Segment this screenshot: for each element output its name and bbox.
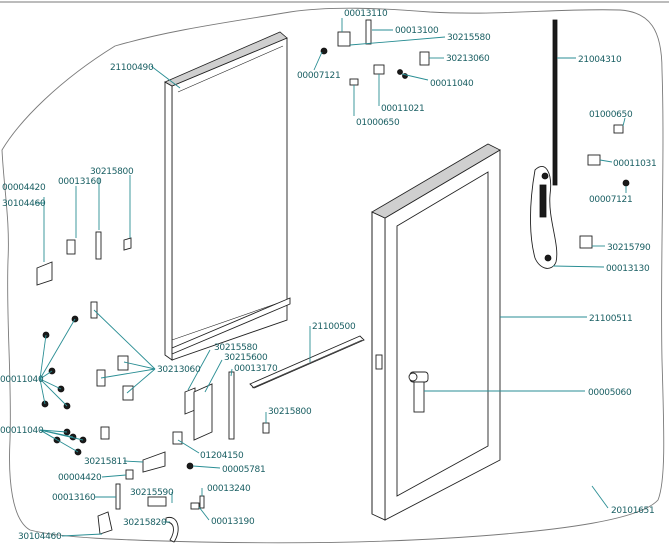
label-00007121-right: 00007121	[589, 195, 632, 205]
handle-00005060	[408, 371, 429, 413]
label-01000650-right: 01000650	[589, 110, 633, 120]
rod-21004310	[552, 19, 558, 186]
glass-panel-21100490	[164, 31, 291, 361]
label-00011040-top: 00011040	[430, 79, 474, 89]
label-30213060-mid: 30213060	[157, 365, 201, 375]
label-30215580-top: 30215580	[447, 33, 491, 43]
label-21100511: 21100511	[589, 314, 632, 324]
small-parts-top	[320, 19, 430, 86]
label-00011040-left2: 00011040	[0, 426, 44, 436]
label-00013160-top: 00013160	[58, 177, 102, 187]
small-parts-right	[579, 124, 630, 249]
label-00011031: 00011031	[613, 159, 656, 169]
door-21100511	[371, 143, 501, 521]
rail-21100500	[249, 335, 365, 389]
label-00004420-bottom: 00004420	[58, 473, 102, 483]
label-30215811: 30215811	[84, 457, 127, 467]
label-00013160-bottom: 00013160	[52, 493, 96, 503]
label-30215580-mid: 30215580	[214, 343, 258, 353]
label-01000650-top: 01000650	[356, 118, 400, 128]
label-30215800-mid: 30215800	[268, 407, 312, 417]
label-30215590: 30215590	[130, 488, 174, 498]
label-30215600: 30215600	[224, 353, 268, 363]
label-30215800-top: 30215800	[90, 167, 134, 177]
leader-lines	[36, 18, 627, 537]
label-21100490: 21100490	[110, 63, 154, 73]
label-00013170: 00013170	[234, 364, 278, 374]
label-21004310: 21004310	[578, 55, 622, 65]
label-00013240: 00013240	[207, 484, 251, 494]
small-parts-left	[36, 231, 134, 456]
label-00011040-left1: 00011040	[0, 375, 44, 385]
label-00005781: 00005781	[222, 465, 265, 475]
label-00011021: 00011021	[381, 104, 424, 114]
label-30104460-top: 30104460	[2, 199, 46, 209]
label-21100500: 21100500	[312, 322, 356, 332]
label-30215820: 30215820	[123, 518, 167, 528]
label-30104460-bottom: 30104460	[18, 532, 62, 542]
hinge-bracket-assembly	[530, 166, 558, 269]
part-labels: 00013110 00013100 30215580 30213060 0000…	[0, 9, 657, 542]
label-00007121-top: 00007121	[297, 71, 340, 81]
label-00004420-top: 00004420	[2, 183, 46, 193]
label-00013130: 00013130	[606, 264, 650, 274]
label-30215790: 30215790	[607, 243, 651, 253]
label-20101651: 20101651	[611, 506, 654, 516]
label-01204150: 01204150	[200, 451, 244, 461]
label-00013190: 00013190	[211, 517, 255, 527]
label-30213060-top: 30213060	[446, 54, 490, 64]
label-00013110: 00013110	[344, 9, 388, 19]
label-00013100: 00013100	[395, 26, 439, 36]
label-00005060: 00005060	[588, 388, 632, 398]
